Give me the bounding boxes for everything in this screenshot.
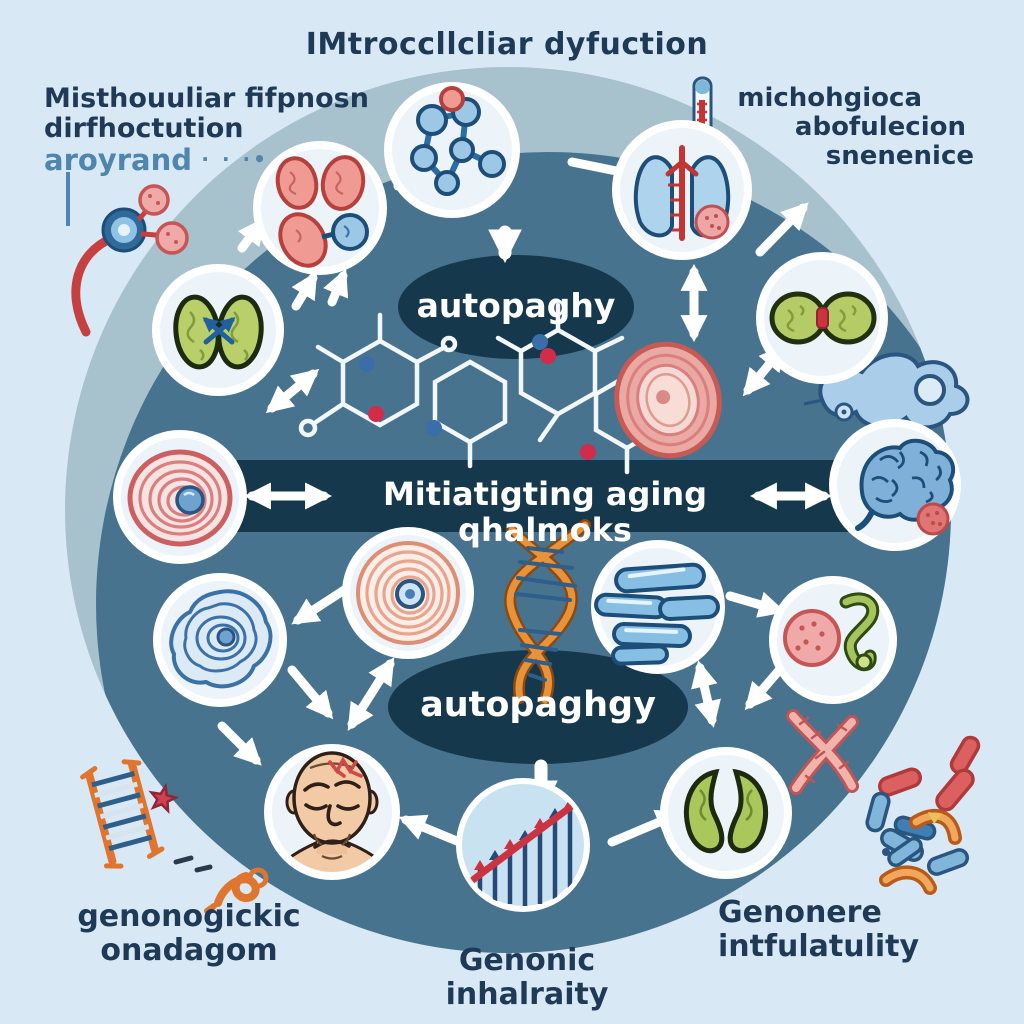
dna-helix (504, 519, 591, 706)
label-top-right-line1: michohgioca (737, 83, 922, 113)
receptor-target-icon (71, 184, 189, 337)
label-top-left-line2: dirfhoctution (44, 113, 244, 145)
ellipsis-dots: · · ·• (201, 147, 269, 172)
orange-squiggle-icon (173, 855, 269, 914)
label-bottom-right-line1: Genonere (718, 895, 882, 930)
label-center-band: Mitiatigting aging qhalmoks (382, 475, 708, 549)
diagram-title: IMtroccllcliar dyfuction (305, 27, 709, 62)
salmon-senescent-cell-icon (342, 527, 474, 659)
label-top-left-line1: Misthouuliar fifpnosn (44, 83, 369, 114)
cell-network-icon (384, 82, 520, 218)
text-cursor (66, 172, 70, 226)
label-top-oval: autopaghy (416, 286, 616, 325)
mitochondria-cluster-icon (253, 141, 387, 275)
telomere-capsules-icon (591, 540, 725, 674)
blue-senescent-cell-icon (153, 573, 287, 707)
pink-oval-cell-icon (614, 341, 722, 459)
brain-icon (829, 419, 961, 551)
label-bottom-left-line2: onadagom (100, 932, 278, 968)
label-bottom-right: Genonere intfulatulity (718, 896, 919, 963)
rising-graph-icon (456, 778, 590, 912)
label-top-right-line2: abofulecion (794, 112, 966, 143)
label-top-left: Misthouuliar fifpnosn dirfhoctution aroy… (44, 83, 369, 178)
kidney-beans-icon (660, 747, 792, 879)
stem-cell-worm-icon (769, 576, 897, 704)
red-senescent-cell-icon (113, 430, 247, 564)
star-icon (148, 782, 180, 815)
aged-man-icon (264, 744, 400, 880)
label-top-right: michohgioca abofulecion snenenice (737, 83, 974, 172)
dna-ladder-icon (80, 759, 165, 869)
label-aroyrand: aroyrand (44, 143, 192, 178)
bacteria-cluster-icon (865, 735, 981, 895)
label-top-right-line3: snenenice (825, 141, 974, 172)
dark-panels (237, 255, 853, 764)
label-bottom-left: genonogickic onadagom (58, 900, 320, 967)
label-bottom-left-line1: genonogickic (77, 899, 301, 934)
green-lungs-icon (152, 264, 284, 396)
lungs-thermometer-icon (612, 76, 752, 260)
chromosome-icon (786, 709, 859, 795)
dividing-cell-icon (756, 252, 888, 384)
label-bottom-center: Genonic inhalraity (445, 943, 609, 1012)
label-bottom-oval: autopaghgy (420, 685, 656, 725)
label-bottom-right-line2: intfulatulity (718, 928, 920, 964)
